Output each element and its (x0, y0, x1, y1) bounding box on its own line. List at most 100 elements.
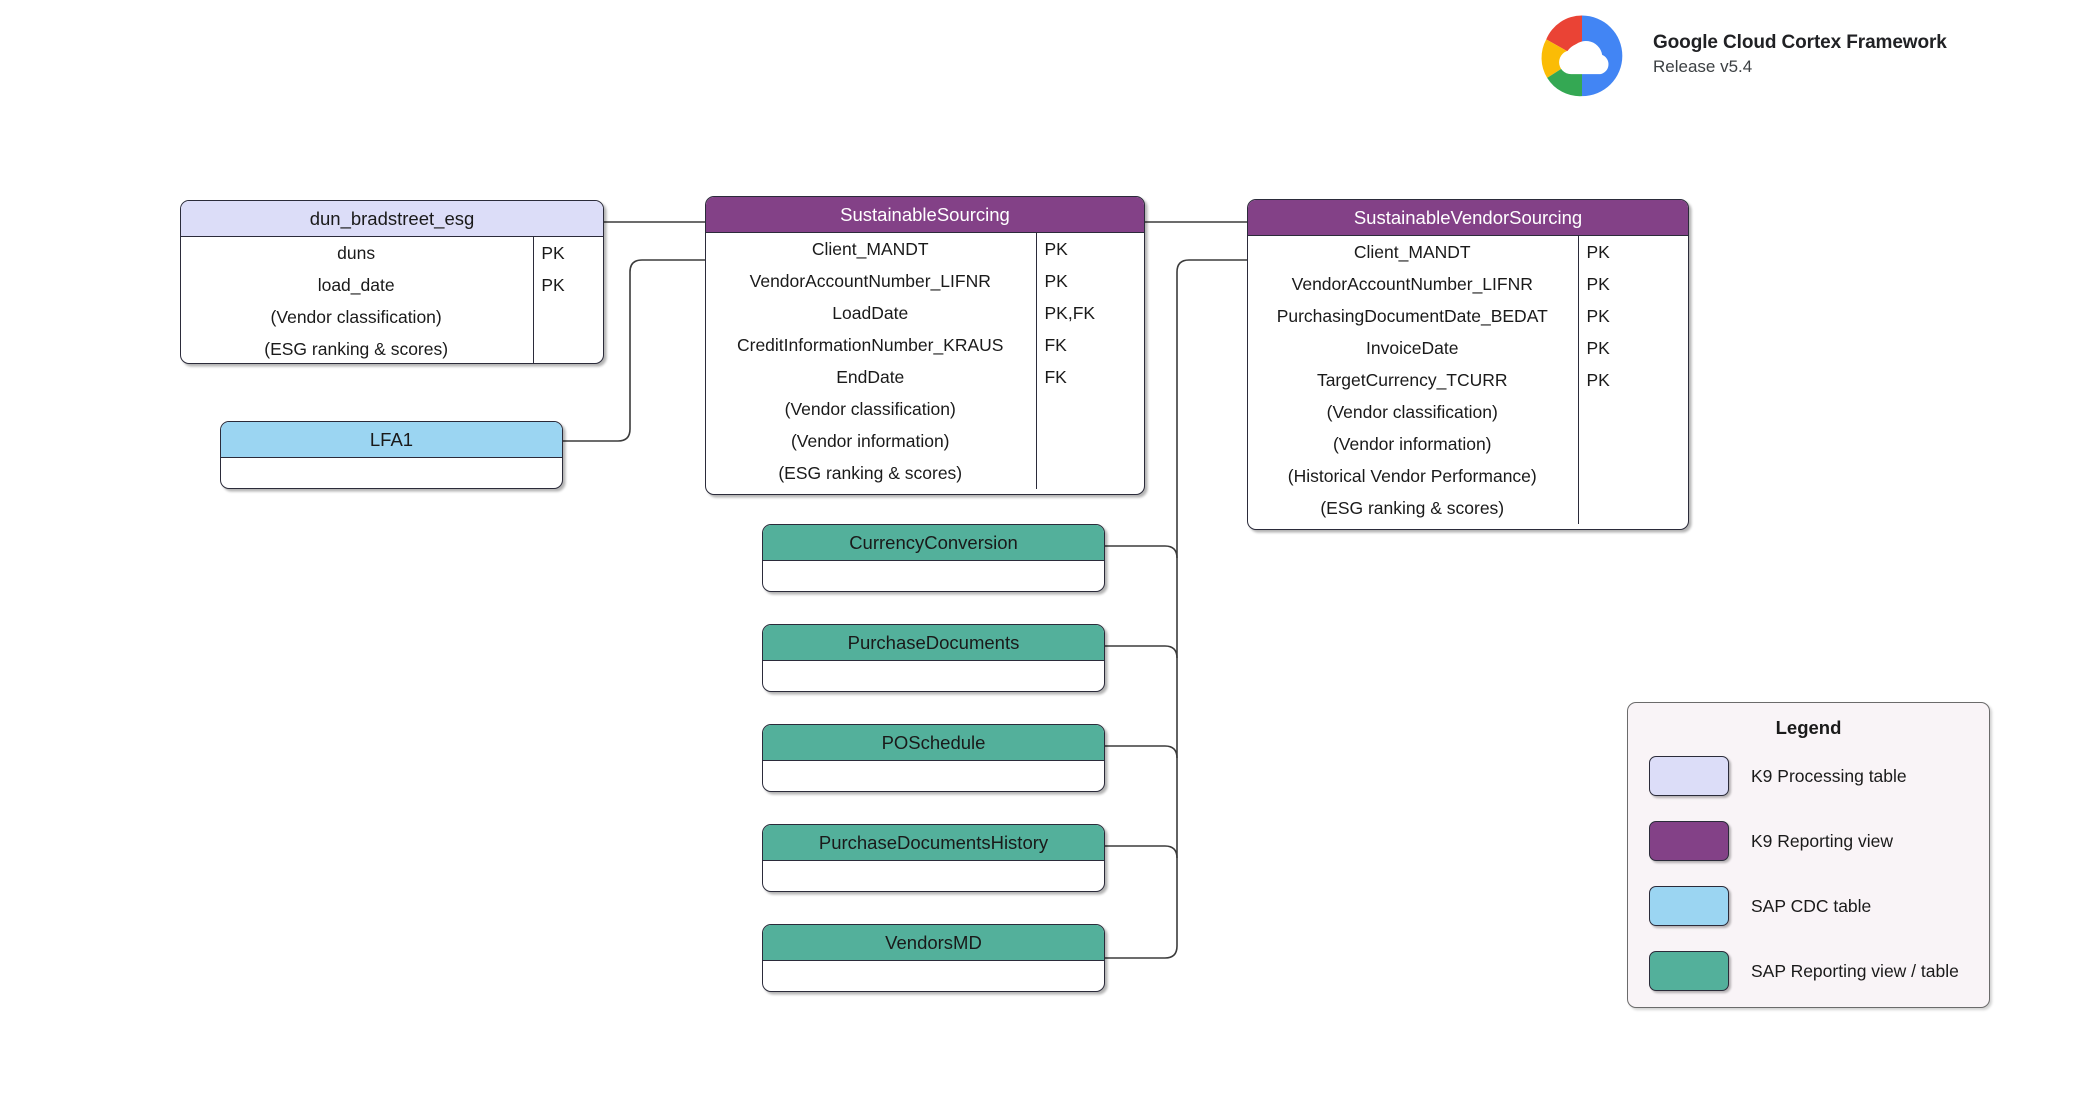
attribute-name: duns (337, 242, 376, 263)
attribute-name: (ESG ranking & scores) (264, 338, 449, 359)
connector-poschedule-to-trunk (1105, 745, 1178, 759)
attribute-key: PK (541, 274, 565, 295)
attribute-row: (Vendor classification) (1248, 396, 1688, 428)
brand-release: Release v5.4 (1653, 57, 1753, 77)
attribute-row: VendorAccountNumber_LIFNR PK (1248, 268, 1688, 300)
connector-purchasedocuments-to-trunk (1105, 645, 1178, 659)
entity-body-VendorsMD (763, 961, 1104, 991)
attribute-name: (Vendor classification) (1326, 401, 1498, 422)
attribute-name: (Historical Vendor Performance) (1287, 465, 1537, 486)
attribute-key: PK (1044, 270, 1068, 291)
legend-swatch (1649, 951, 1729, 991)
attribute-name: Client_MANDT (811, 238, 929, 259)
attribute-row: (Vendor classification) (706, 393, 1144, 425)
attribute-name: (ESG ranking & scores) (778, 462, 963, 483)
brand-title: Google Cloud Cortex Framework (1653, 31, 1947, 53)
attribute-key: FK (1044, 366, 1067, 387)
attribute-row: LoadDate PK,FK (706, 297, 1144, 329)
entity-title-SustainableVendorSourcing: SustainableVendorSourcing (1248, 200, 1688, 237)
attribute-key: PK (1586, 273, 1610, 294)
attribute-name: TargetCurrency_TCURR (1316, 369, 1508, 390)
attribute-row: InvoiceDate PK (1248, 332, 1688, 364)
attribute-row: (ESG ranking & scores) (181, 333, 603, 363)
entity-body-PurchaseDocumentsHistory (763, 861, 1104, 891)
entity-body-CurrencyConversion (763, 561, 1104, 591)
attribute-name: CreditInformationNumber_KRAUS (736, 334, 1004, 355)
attribute-body-empty (763, 661, 1104, 691)
entity-node-PurchaseDocuments[interactable]: PurchaseDocuments (762, 624, 1105, 692)
connector-currencyconversion-to-trunk (1105, 545, 1178, 559)
attribute-name: PurchasingDocumentDate_BEDAT (1276, 305, 1548, 326)
attribute-row: PurchasingDocumentDate_BEDAT PK (1248, 300, 1688, 332)
attribute-row: (ESG ranking & scores) (1248, 492, 1688, 524)
attribute-key: PK (1586, 337, 1610, 358)
attribute-name: load_date (317, 274, 395, 295)
entity-body-LFA1 (221, 458, 562, 488)
legend-row: K9 Processing table (1628, 748, 1989, 804)
entity-body-PurchaseDocuments (763, 661, 1104, 691)
attribute-name: (ESG ranking & scores) (1320, 497, 1505, 518)
attribute-key: PK,FK (1044, 302, 1096, 323)
entity-title-CurrencyConversion: CurrencyConversion (763, 525, 1104, 562)
entity-title-VendorsMD: VendorsMD (763, 925, 1104, 962)
legend-swatch (1649, 756, 1729, 796)
attribute-name: Client_MANDT (1353, 241, 1471, 262)
entity-node-LFA1[interactable]: LFA1 (220, 421, 563, 489)
entity-body-SustainableVendorSourcing: Client_MANDT PK VendorAccountNumber_LIFNR P… (1248, 236, 1688, 525)
legend-swatch (1649, 821, 1729, 861)
entity-node-VendorsMD[interactable]: VendorsMD (762, 924, 1105, 992)
attribute-row: (Vendor information) (706, 425, 1144, 457)
legend-title: Legend (1775, 717, 1842, 738)
attribute-name: (Vendor classification) (270, 306, 442, 327)
legend-row: K9 Reporting view (1628, 813, 1989, 869)
attribute-row: duns PK (181, 237, 603, 269)
attribute-row: (ESG ranking & scores) (706, 457, 1144, 489)
entity-node-POSchedule[interactable]: POSchedule (762, 724, 1105, 792)
entity-title-SustainableSourcing: SustainableSourcing (706, 197, 1144, 234)
google-cloud-logo-icon (1541, 15, 1623, 97)
attribute-key: PK (1586, 241, 1610, 262)
entity-title-POSchedule: POSchedule (763, 725, 1104, 762)
attribute-key: FK (1044, 334, 1067, 355)
legend-row: SAP CDC table (1628, 878, 1989, 934)
attribute-name: LoadDate (832, 302, 909, 323)
attribute-row: CreditInformationNumber_KRAUS FK (706, 329, 1144, 361)
entity-node-PurchaseDocumentsHistory[interactable]: PurchaseDocumentsHistory (762, 824, 1105, 892)
attribute-row: Client_MANDT PK (706, 233, 1144, 265)
legend-row: SAP Reporting view / table (1628, 943, 1989, 999)
attribute-row: Client_MANDT PK (1248, 236, 1688, 268)
attribute-name: InvoiceDate (1366, 337, 1459, 358)
entity-title-LFA1: LFA1 (221, 422, 562, 459)
entity-title-dun_bradstreet_esg: dun_bradstreet_esg (181, 201, 603, 238)
attribute-body-empty (763, 761, 1104, 791)
entity-node-CurrencyConversion[interactable]: CurrencyConversion (762, 524, 1105, 592)
connector-purchasedocumentshistory-to-trunk (1105, 845, 1178, 859)
entity-title-PurchaseDocuments: PurchaseDocuments (763, 625, 1104, 662)
attribute-name: VendorAccountNumber_LIFNR (1291, 273, 1533, 294)
attribute-key: PK (1044, 238, 1068, 259)
legend-label: SAP Reporting view / table (1751, 960, 1959, 981)
entity-body-SustainableSourcing: Client_MANDT PK VendorAccountNumber_LIFNR P… (706, 233, 1144, 490)
legend-panel: Legend K9 Processing table K9 Reporting v… (1627, 702, 1990, 1008)
attribute-key: PK (1586, 305, 1610, 326)
attribute-body-empty (763, 861, 1104, 891)
attribute-name: (Vendor classification) (784, 398, 956, 419)
attribute-name: VendorAccountNumber_LIFNR (749, 270, 991, 291)
brand-header: Google Cloud Cortex Framework Release v5… (1527, 8, 1947, 100)
attribute-row: (Vendor information) (1248, 428, 1688, 460)
entity-title-PurchaseDocumentsHistory: PurchaseDocumentsHistory (763, 825, 1104, 862)
attribute-name: (Vendor information) (790, 430, 950, 451)
attribute-key: PK (541, 242, 565, 263)
legend-swatch (1649, 886, 1729, 926)
entity-body-POSchedule (763, 761, 1104, 791)
attribute-row: load_date PK (181, 269, 603, 301)
attribute-body-empty (221, 458, 562, 488)
attribute-body-empty (763, 561, 1104, 591)
legend-label: K9 Reporting view (1751, 830, 1894, 851)
